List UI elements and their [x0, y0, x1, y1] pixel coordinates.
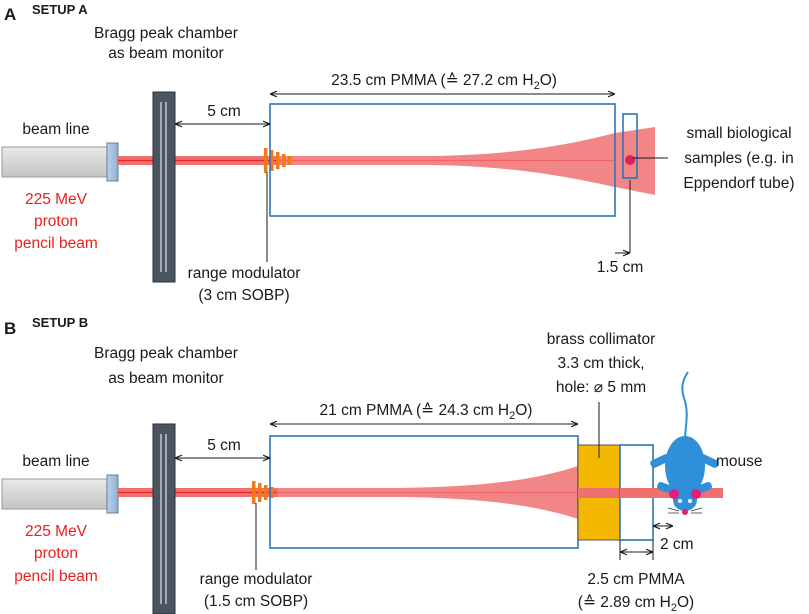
- mouse-gap-label: 2 cm: [660, 536, 694, 553]
- range-modulator-b: [252, 481, 274, 504]
- modulator-label-a-line1: range modulator: [188, 265, 301, 282]
- panel-letter-a: A: [4, 5, 16, 24]
- sample-holder-a: [622, 113, 638, 179]
- mouse-label: mouse: [716, 453, 763, 470]
- beam-spread-b: [276, 466, 578, 519]
- modulator-label-b-line1: range modulator: [200, 571, 313, 588]
- sample-gap-label-a: 1.5 cm: [597, 259, 644, 276]
- beam-pipe-a: [1, 146, 111, 178]
- beam-desc-a-line3: pencil beam: [14, 235, 98, 252]
- beam-pipe-flange-b: [106, 474, 119, 514]
- collimator-label-line2: 3.3 cm thick,: [558, 355, 645, 372]
- setup-b-panel: B SETUP B: [1, 315, 763, 614]
- pmma-label-a: 23.5 cm PMMA (≙ 27.2 cm H2O): [331, 72, 557, 92]
- mouse-icon: [650, 371, 719, 515]
- pmma2-label-line1: 2.5 cm PMMA: [587, 571, 685, 588]
- beam-desc-b-line3: pencil beam: [14, 568, 98, 585]
- beam-pipe-b: [1, 478, 111, 510]
- sample-label-line2: samples (e.g. in: [684, 150, 793, 167]
- collimator-label-line1: brass collimator: [547, 331, 656, 348]
- beam-desc-a-line2: proton: [34, 213, 78, 230]
- sample-label-line3: Eppendorf tube): [683, 175, 794, 192]
- pmma-block-a: [269, 103, 616, 217]
- range-modulator-a: [264, 148, 292, 173]
- setup-a-panel: A SETUP A: [1, 2, 795, 304]
- beam-line-label-b: beam line: [22, 453, 89, 470]
- bragg-label-b-line2: as beam monitor: [108, 370, 223, 387]
- pmma2-label-line2: (≙ 2.89 cm H2O): [578, 594, 694, 614]
- bragg-label-a-line1: Bragg peak chamber: [94, 25, 238, 42]
- pmma-label-b: 21 cm PMMA (≙ 24.3 cm H2O): [320, 402, 533, 422]
- setup-a-title: SETUP A: [32, 2, 88, 17]
- bragg-label-b-line1: Bragg peak chamber: [94, 345, 238, 362]
- beam-desc-b-line2: proton: [34, 545, 78, 562]
- beam-line-label-a: beam line: [22, 121, 89, 138]
- modulator-label-a-line2: (3 cm SOBP): [198, 287, 289, 304]
- gap-label-b: 5 cm: [207, 437, 241, 454]
- modulator-label-b-line2: (1.5 cm SOBP): [204, 593, 308, 610]
- bragg-peak-chamber-b: [152, 423, 176, 614]
- collimator-label-line3: hole: ⌀ 5 mm: [556, 379, 646, 396]
- sample-label-line1: small biological: [686, 125, 791, 142]
- bragg-label-a-line2: as beam monitor: [108, 45, 223, 62]
- gap-label-a: 5 cm: [207, 103, 241, 120]
- panel-letter-b: B: [4, 319, 16, 338]
- beam-pipe-flange-a: [106, 142, 119, 182]
- setup-b-title: SETUP B: [32, 315, 88, 330]
- biological-sample-dot: [625, 155, 635, 165]
- collimator-hole: [578, 488, 620, 498]
- bragg-peak-chamber-a: [152, 91, 176, 283]
- beam-desc-a-line1: 225 MeV: [25, 191, 88, 208]
- beam-spread-a: [276, 127, 655, 195]
- beam-desc-b-line1: 225 MeV: [25, 523, 88, 540]
